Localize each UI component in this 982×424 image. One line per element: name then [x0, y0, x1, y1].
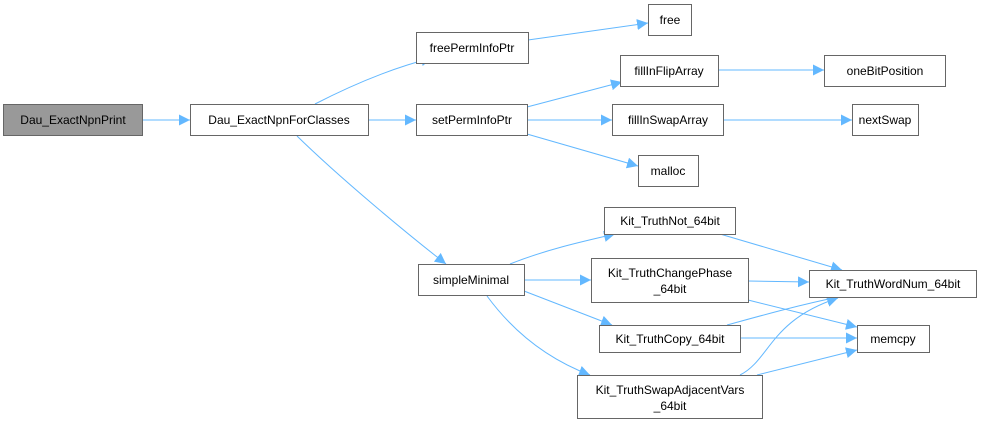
node-label-line2: _64bit: [653, 282, 687, 296]
node-label: Kit_TruthCopy_64bit: [616, 332, 726, 346]
node-label: fillInFlipArray: [634, 64, 703, 78]
edge-truthnot-to-wordnum: [719, 233, 843, 273]
node-label: memcpy: [870, 332, 915, 346]
node-dau-exactnpnforclasses[interactable]: Dau_ExactNpnForClasses: [190, 104, 369, 136]
edge-setperminfoptr-to-fillinfliparray: [526, 79, 623, 108]
node-onebitposition[interactable]: oneBitPosition: [824, 55, 946, 87]
node-label: oneBitPosition: [847, 64, 924, 78]
node-label: simpleMinimal: [433, 273, 509, 287]
node-freeperminfoptr[interactable]: freePermInfoPtr: [416, 32, 529, 64]
edge-swapadjacent-to-wordnum: [739, 296, 839, 376]
node-label: Dau_ExactNpnForClasses: [208, 113, 349, 127]
edge-changephase-to-memcpy: [747, 299, 858, 330]
edge-simpleminimal-to-copy: [523, 290, 613, 327]
node-kit-truthchangephase-64bit[interactable]: Kit_TruthChangePhase _64bit: [591, 258, 749, 303]
node-fillinswaparray[interactable]: fillInSwapArray: [612, 104, 724, 136]
node-free[interactable]: free: [648, 4, 692, 36]
node-label: free: [660, 13, 681, 27]
edge-setperminfoptr-to-malloc: [519, 131, 639, 169]
node-label: malloc: [651, 164, 686, 178]
node-kit-truthswapadjacentvars-64bit[interactable]: Kit_TruthSwapAdjacentVars _64bit: [577, 375, 763, 419]
edge-freeperminfoptr-to-free: [527, 19, 649, 41]
edge-changephase-to-wordnum: [747, 276, 810, 288]
node-label-line2: _64bit: [653, 399, 687, 413]
node-fillinfliparray[interactable]: fillInFlipArray: [620, 55, 719, 87]
node-label: nextSwap: [859, 113, 912, 127]
edge-forclasses-to-simpleminimal: [296, 135, 447, 265]
node-nextswap[interactable]: nextSwap: [852, 104, 919, 136]
node-label-line1: Kit_TruthSwapAdjacentVars: [596, 383, 745, 397]
node-label: Dau_ExactNpnPrint: [20, 113, 126, 127]
node-simpleminimal[interactable]: simpleMinimal: [418, 264, 525, 296]
node-label: Kit_TruthNot_64bit: [620, 214, 720, 228]
edge-copy-to-wordnum: [726, 293, 839, 326]
edge-forclasses-to-freeperminfoptr: [314, 55, 433, 105]
edge-swapadjacent-to-memcpy: [756, 347, 858, 376]
node-setperminfoptr[interactable]: setPermInfoPtr: [416, 104, 528, 136]
node-label: fillInSwapArray: [628, 113, 708, 127]
node-memcpy[interactable]: memcpy: [857, 325, 930, 353]
edge-simpleminimal-to-swapadjacent: [486, 295, 591, 377]
node-malloc[interactable]: malloc: [638, 155, 699, 187]
node-dau-exactnpnprint[interactable]: Dau_ExactNpnPrint: [3, 104, 143, 136]
node-label: Kit_TruthWordNum_64bit: [826, 277, 961, 291]
node-kit-truthcopy-64bit[interactable]: Kit_TruthCopy_64bit: [599, 325, 741, 353]
edges: [142, 19, 858, 377]
node-kit-truthwordnum-64bit[interactable]: Kit_TruthWordNum_64bit: [809, 270, 977, 298]
node-label: freePermInfoPtr: [430, 41, 515, 55]
node-kit-truthnot-64bit[interactable]: Kit_TruthNot_64bit: [604, 207, 736, 235]
node-label-line1: Kit_TruthChangePhase: [608, 266, 733, 280]
node-label: setPermInfoPtr: [432, 113, 512, 127]
edge-simpleminimal-to-truthnot: [509, 231, 616, 265]
